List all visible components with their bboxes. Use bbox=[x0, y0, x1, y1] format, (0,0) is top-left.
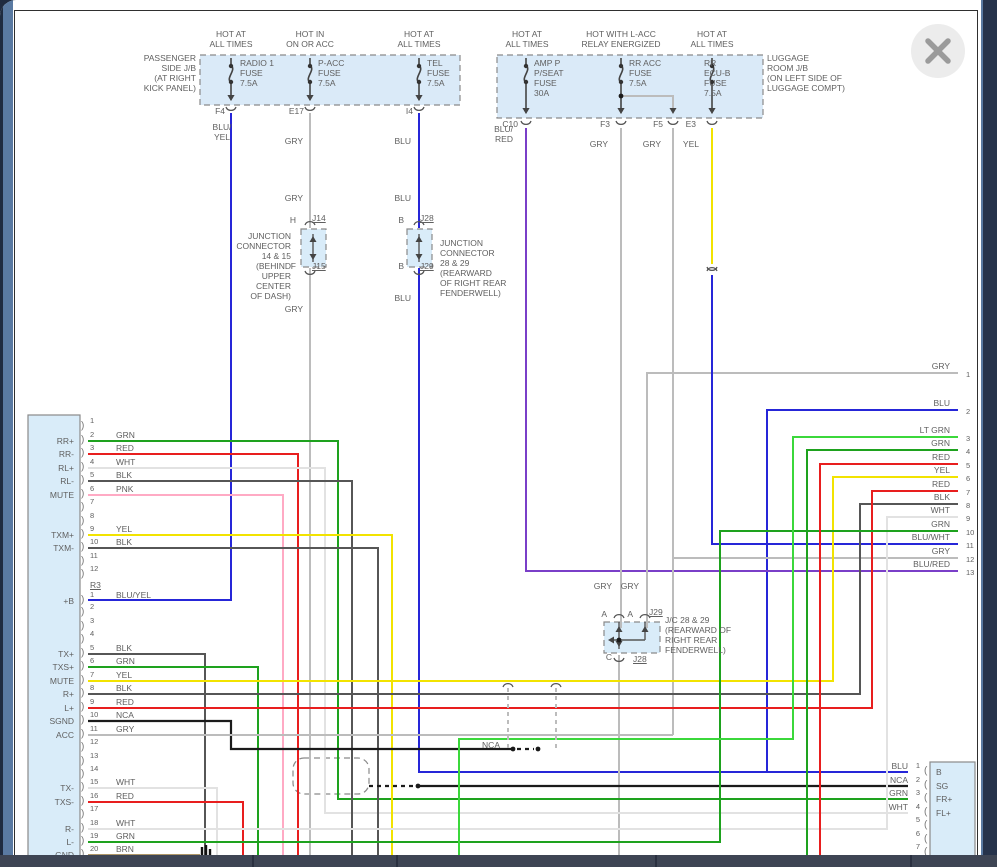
junction-dot bbox=[535, 746, 541, 752]
fuse-dot bbox=[523, 79, 529, 85]
wire-blk bbox=[88, 503, 958, 695]
wire-blu bbox=[766, 409, 958, 772]
wire-grn bbox=[88, 666, 259, 855]
arrowhead bbox=[415, 95, 423, 101]
wire-blk bbox=[88, 480, 353, 855]
terminal-arc bbox=[304, 220, 316, 226]
junction-dot bbox=[415, 783, 421, 789]
window-frame-left bbox=[0, 0, 13, 867]
terminal-arc bbox=[550, 682, 562, 688]
toolbar-segment-divider bbox=[396, 855, 398, 867]
terminal-arc bbox=[706, 266, 718, 272]
component-box bbox=[292, 757, 370, 795]
arrowhead bbox=[708, 108, 716, 114]
wire-red bbox=[88, 490, 958, 709]
terminal-arc bbox=[413, 106, 425, 112]
fuse-dot bbox=[228, 79, 234, 85]
wire-wht bbox=[88, 516, 958, 830]
arrowhead bbox=[415, 236, 423, 242]
fuse-dot bbox=[307, 63, 313, 69]
fuse-dot bbox=[416, 79, 422, 85]
fuse-dot bbox=[709, 63, 715, 69]
terminal-arc bbox=[667, 120, 679, 126]
wire-ltg bbox=[458, 436, 958, 855]
wire-gry bbox=[646, 372, 958, 628]
terminal-arc bbox=[413, 270, 425, 276]
wire-grn bbox=[88, 530, 958, 843]
terminal-arc bbox=[413, 220, 425, 226]
bottom-toolbar[interactable] bbox=[0, 855, 997, 867]
component-box bbox=[929, 761, 976, 867]
arrowhead bbox=[615, 641, 623, 647]
toolbar-segment-divider bbox=[910, 855, 912, 867]
fuse-dot bbox=[618, 63, 624, 69]
arrowhead bbox=[669, 108, 677, 114]
terminal-arc bbox=[706, 120, 718, 126]
toolbar-segment-divider bbox=[252, 855, 254, 867]
wire-blu bbox=[418, 268, 908, 773]
wire-grn bbox=[88, 440, 908, 800]
wire-red bbox=[88, 801, 244, 855]
junction-dot bbox=[618, 93, 624, 99]
arrowhead bbox=[309, 254, 317, 260]
wire-wht bbox=[88, 467, 908, 814]
wire-wht bbox=[88, 787, 218, 855]
terminal-arc bbox=[615, 120, 627, 126]
terminal-arc bbox=[225, 106, 237, 112]
terminal-arc bbox=[520, 120, 532, 126]
terminal-arc bbox=[613, 657, 625, 663]
wire-red bbox=[88, 453, 299, 855]
wire-vio bbox=[525, 128, 958, 572]
fuse-dot bbox=[709, 79, 715, 85]
wire-blk bbox=[88, 547, 379, 855]
wire-blk bbox=[88, 653, 206, 855]
wire-yel bbox=[88, 476, 958, 682]
wire-gry bbox=[621, 95, 674, 110]
fuse-dot bbox=[228, 63, 234, 69]
diagram-border bbox=[14, 10, 978, 856]
terminal-arc bbox=[706, 266, 718, 272]
component-box bbox=[27, 414, 81, 867]
fuse-dot bbox=[523, 63, 529, 69]
terminal-arc bbox=[304, 270, 316, 276]
component-box bbox=[496, 54, 764, 119]
wire-grn bbox=[806, 449, 958, 855]
fuse-dot bbox=[618, 79, 624, 85]
close-button[interactable] bbox=[911, 24, 965, 78]
terminal-arc bbox=[639, 613, 651, 619]
wire-red bbox=[819, 463, 958, 855]
window-frame-right bbox=[981, 0, 997, 867]
arrowhead bbox=[309, 236, 317, 242]
terminal-arc bbox=[502, 682, 514, 688]
fuse-dot bbox=[307, 79, 313, 85]
arrowhead bbox=[306, 95, 314, 101]
wire-blu bbox=[711, 275, 958, 545]
arrowhead bbox=[415, 254, 423, 260]
arrowhead bbox=[617, 108, 625, 114]
wire-blu bbox=[88, 113, 232, 601]
arrowhead bbox=[522, 108, 530, 114]
arrowhead bbox=[608, 636, 614, 644]
junction-dot bbox=[510, 746, 516, 752]
arrowhead bbox=[641, 626, 649, 632]
fuse-dot bbox=[416, 63, 422, 69]
toolbar-segment-divider bbox=[655, 855, 657, 867]
arrowhead bbox=[227, 95, 235, 101]
terminal-arc bbox=[304, 106, 316, 112]
junction-dot bbox=[616, 637, 622, 643]
arrowhead bbox=[615, 626, 623, 632]
terminal-arc bbox=[613, 613, 625, 619]
close-icon bbox=[925, 38, 951, 64]
